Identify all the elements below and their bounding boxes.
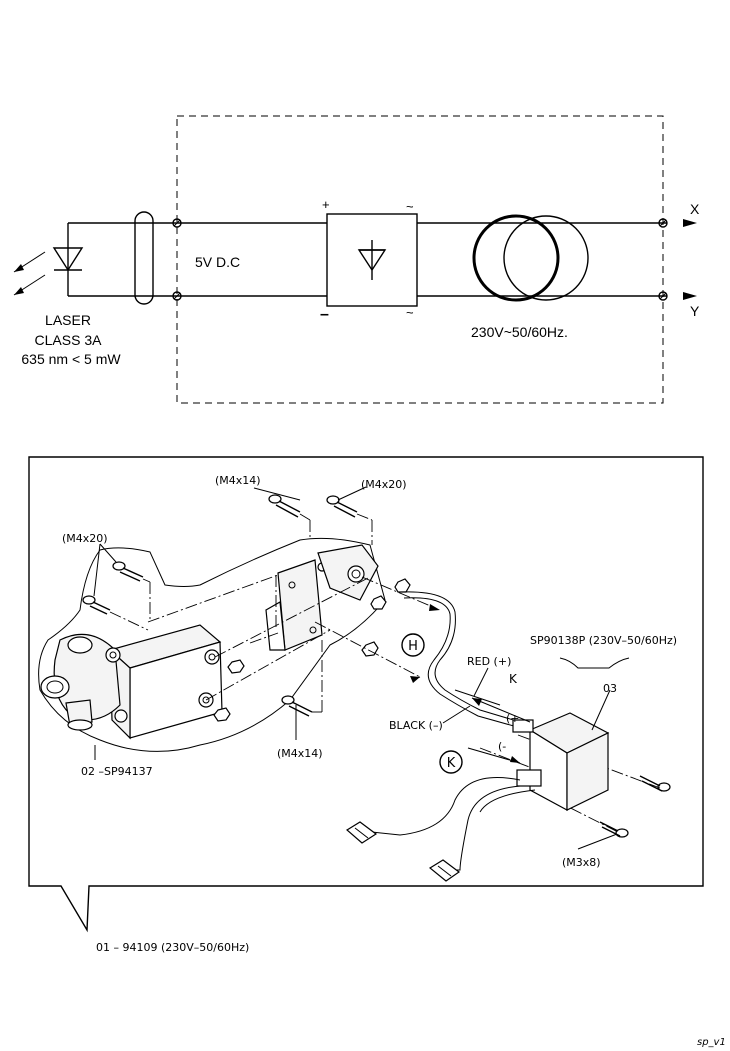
arrow-k-label: K	[509, 672, 518, 686]
label-transformer-index: 03	[603, 682, 617, 695]
arrow-k-icon	[467, 697, 531, 764]
label-m4x20-top: (M4x20)	[361, 478, 407, 491]
label-m3x8: (M3x8)	[562, 856, 601, 869]
transformer-symbol	[472, 214, 589, 302]
screw-transformer-right	[639, 775, 671, 792]
rectifier-ac-bottom: ~	[406, 305, 414, 320]
flat-connector-upper	[345, 821, 378, 844]
housing-subassembly-outline	[38, 537, 386, 752]
ac-voltage-label: 230V~50/60Hz.	[471, 324, 568, 340]
label-housing-part: 02 –SP94137	[81, 765, 153, 778]
label-black-wire: BLACK (–)	[389, 719, 443, 732]
label-assembly-part: 01 – 94109 (230V–50/60Hz)	[96, 941, 249, 954]
laser-label-line3: 635 nm < 5 mW	[21, 351, 121, 367]
hex-nut-lower	[213, 707, 231, 722]
rectifier-ac-top: ~	[406, 199, 414, 214]
cable-harness	[399, 591, 531, 731]
enclosure-boundary	[176, 115, 664, 404]
assembly-callout-frame	[28, 456, 704, 933]
laser-housing	[108, 624, 223, 740]
callout-h: H	[401, 633, 425, 657]
laser-label-line1: LASER	[45, 312, 91, 328]
mounting-bracket	[265, 559, 327, 651]
hex-nut-clamp-1	[394, 578, 411, 593]
rectifier-box	[326, 213, 418, 307]
terminal-x-label: X	[690, 201, 700, 217]
page-code: sp_v1	[697, 1037, 726, 1048]
screw-m4x20-left-upper	[112, 561, 144, 582]
laser-diode-symbol	[52, 223, 84, 296]
screw-m4x14-bottom	[281, 695, 313, 717]
output-arrow-y-icon	[683, 292, 697, 300]
laser-label-line2: CLASS 3A	[35, 332, 103, 348]
svg-text:H: H	[408, 639, 418, 654]
label-polarity-minus: (-	[498, 740, 506, 753]
terminal-circles	[172, 218, 668, 301]
callout-k: K	[439, 750, 463, 774]
cable-bundle-ring	[134, 211, 154, 305]
screw-m3x8	[599, 821, 629, 838]
rectifier-minus-sign: –	[320, 306, 329, 323]
terminal-y-label: Y	[690, 303, 700, 319]
label-m4x20-left: (M4x20)	[62, 532, 108, 545]
laser-lens-head	[40, 633, 128, 731]
hex-nut-upper	[227, 659, 245, 674]
screw-m4x20-left-lower	[82, 595, 111, 615]
dc-voltage-label: 5V D.C	[195, 254, 240, 270]
output-leads	[371, 777, 536, 871]
top-clamp	[317, 544, 379, 601]
hex-nut-clamp-2	[370, 595, 387, 610]
flat-connector-lower	[428, 859, 461, 882]
label-m4x14-bottom: (M4x14)	[277, 747, 323, 760]
rectifier-plus-sign: +	[322, 197, 330, 212]
transformer-block	[512, 712, 610, 812]
rectifier-diode-icon	[357, 240, 387, 280]
circuit-schematic: + – ~ ~ X Y 5V D.C 230V~50/60Hz. LASER C…	[13, 115, 700, 404]
output-arrow-x-icon	[683, 219, 697, 227]
screw-m4x20-top	[326, 495, 358, 518]
label-red-wire: RED (+)	[467, 655, 511, 668]
svg-text:K: K	[447, 756, 456, 771]
label-m4x14-top: (M4x14)	[215, 474, 261, 487]
label-transformer-part: SP90138P (230V–50/60Hz)	[530, 634, 677, 647]
transformer-brace	[559, 657, 630, 669]
label-polarity-plus: (+	[506, 712, 520, 725]
screw-m4x14-top	[268, 494, 301, 518]
laser-emission-arrows-icon	[13, 251, 46, 296]
exploded-view: H K K (M4x14) (M4x20) (M4x20) (M4x14)	[28, 456, 704, 954]
